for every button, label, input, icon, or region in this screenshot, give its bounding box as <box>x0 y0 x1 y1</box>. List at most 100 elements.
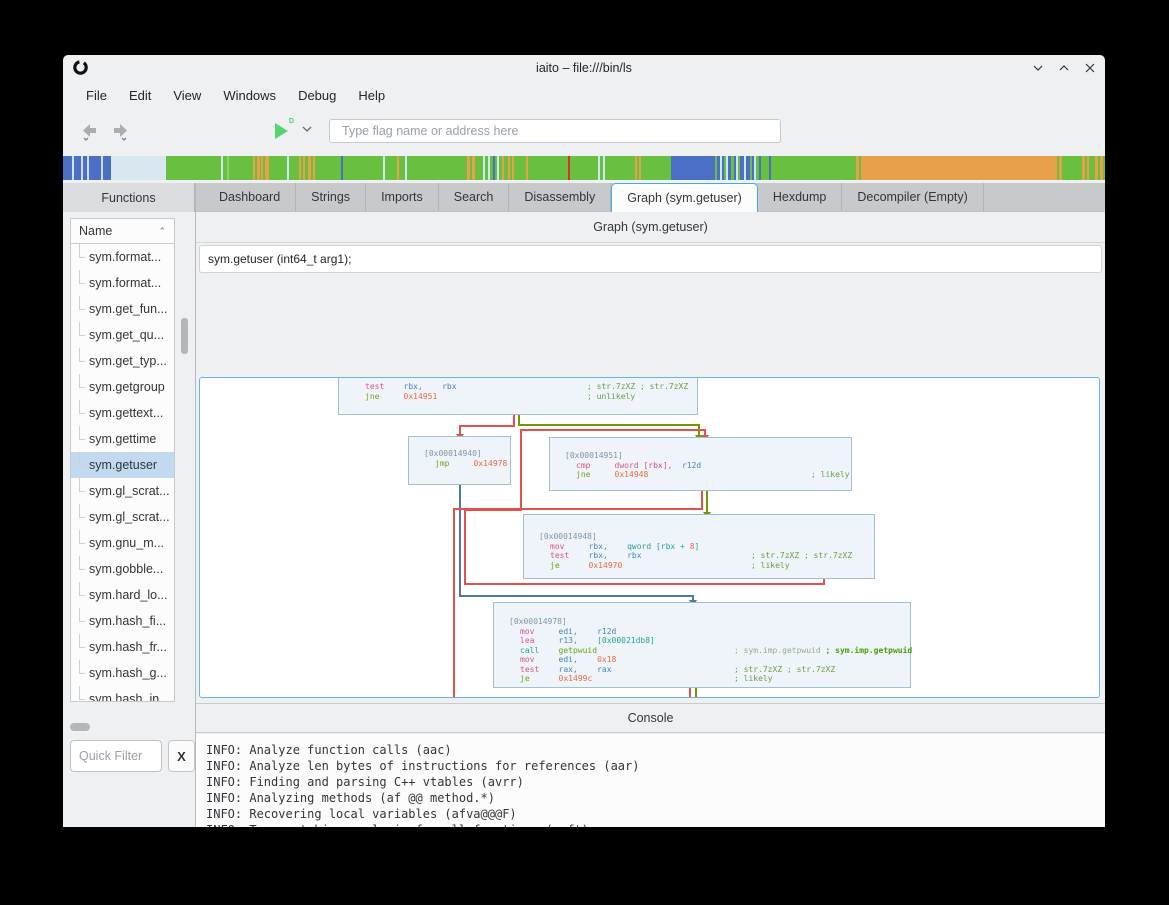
basic-block-b40[interactable]: [0x00014940]jmp 0x14978 <box>408 436 511 485</box>
tab-dashboard[interactable]: Dashboard <box>204 183 296 211</box>
function-item[interactable]: sym.hard_lo... <box>71 582 174 608</box>
tab-strings[interactable]: Strings <box>296 183 366 211</box>
graph-edge <box>464 583 825 585</box>
asm-comment: ; unlikely <box>587 392 635 402</box>
graph-edge <box>520 429 706 431</box>
memory-segment <box>475 156 483 180</box>
asm-comment: ; likely <box>751 561 790 571</box>
functions-panel: Functions Name ⌃ sym.format...sym.format… <box>63 183 196 827</box>
iaito-logo-icon <box>72 59 89 81</box>
function-item[interactable]: sym.gettext... <box>71 400 174 426</box>
basic-block-b78[interactable]: [0x00014978]mov edi, r12dlea r13, [0x000… <box>493 602 911 688</box>
play-icon <box>275 123 288 139</box>
name-column-label: Name <box>79 224 112 238</box>
debug-options-dropdown[interactable] <box>301 122 313 140</box>
menu-file[interactable]: File <box>75 84 118 107</box>
function-item[interactable]: sym.getgroup <box>71 374 174 400</box>
menu-debug[interactable]: Debug <box>287 84 347 107</box>
graph-edge <box>689 688 691 698</box>
toolbar: D <box>63 110 1105 152</box>
quick-filter-input[interactable] <box>70 740 162 772</box>
titlebar: iaito – file:///bin/ls <box>63 55 1105 81</box>
basic-block-b51[interactable]: [0x00014951]cmp dword [rbx], r12djne 0x1… <box>549 437 852 491</box>
memory-segment <box>528 156 568 180</box>
memory-segment <box>385 156 397 180</box>
block-address: [0x00014951] <box>550 451 851 461</box>
debug-start-button[interactable]: D <box>271 120 293 142</box>
tab-graph-sym-getuser[interactable]: Graph (sym.getuser) <box>611 183 758 212</box>
functions-name-header[interactable]: Name ⌃ <box>70 218 175 244</box>
function-item[interactable]: sym.hash_in... <box>71 686 174 702</box>
tab-imports[interactable]: Imports <box>366 183 439 211</box>
graph-viewport[interactable]: test rbx, rbx; str.7zXZ ; str.7zXZjne 0x… <box>199 377 1100 698</box>
functions-scrollbar[interactable] <box>181 244 189 444</box>
graph-edge <box>459 595 694 597</box>
graph-edge <box>464 509 522 511</box>
memory-segment <box>407 156 467 180</box>
function-item[interactable]: sym.getuser <box>71 452 174 478</box>
function-signature: sym.getuser (int64_t arg1); <box>199 245 1102 273</box>
function-item[interactable]: sym.get_typ... <box>71 348 174 374</box>
function-item[interactable]: sym.format... <box>71 270 174 296</box>
main-area: DashboardStringsImportsSearchDisassembly… <box>196 183 1105 827</box>
menu-windows[interactable]: Windows <box>212 84 287 107</box>
memory-segment <box>269 156 287 180</box>
basic-block-b48[interactable]: [0x00014948]mov rbx, qword [rbx + 8]test… <box>523 514 875 579</box>
memory-segment <box>74 156 81 180</box>
asm-line: mov rbx, qword [rbx + 8] <box>524 542 874 552</box>
menu-edit[interactable]: Edit <box>118 84 162 107</box>
view-tabbar: DashboardStringsImportsSearchDisassembly… <box>196 183 1105 212</box>
debug-letter: D <box>289 118 294 125</box>
graph-edge <box>520 429 522 509</box>
asm-comment: ; str.7zXZ ; str.7zXZ <box>734 665 835 675</box>
asm-line: call getpwuid; sym.imp.getpwuid ; sym.im… <box>494 646 910 656</box>
asm-comment: ; sym.imp.getpwuid ; sym.imp.getpwuid <box>734 646 912 656</box>
function-item[interactable]: sym.format... <box>71 244 174 270</box>
function-item[interactable]: sym.hash_fi... <box>71 608 174 634</box>
function-item[interactable]: sym.get_qu... <box>71 322 174 348</box>
menu-help[interactable]: Help <box>347 84 396 107</box>
asm-line: cmp dword [rbx], r12d <box>550 461 851 471</box>
tab-functions[interactable]: Functions <box>63 183 195 212</box>
back-button[interactable] <box>77 119 101 143</box>
menu-view[interactable]: View <box>162 84 212 107</box>
minimize-button[interactable] <box>1031 61 1045 75</box>
block-address: [0x00014948] <box>524 532 874 542</box>
function-item[interactable]: sym.gnu_m... <box>71 530 174 556</box>
functions-hscrollbar-thumb[interactable] <box>70 723 90 731</box>
graph-edge <box>518 424 700 426</box>
memory-segment <box>289 156 299 180</box>
function-item[interactable]: sym.gettime <box>71 426 174 452</box>
graph-edge <box>513 415 515 425</box>
tab-decompiler-empty[interactable]: Decompiler (Empty) <box>842 183 983 211</box>
asm-line: jne 0x14948; likely <box>550 470 851 480</box>
menubar: FileEditViewWindowsDebugHelp <box>63 81 1105 110</box>
asm-line: mov edi, 0x18 <box>494 655 910 665</box>
function-item[interactable]: sym.gl_scrat... <box>71 504 174 530</box>
function-item[interactable]: sym.hash_g... <box>71 660 174 686</box>
tab-hexdump[interactable]: Hexdump <box>758 183 843 211</box>
function-item[interactable]: sym.get_fun... <box>71 296 174 322</box>
clear-filter-button[interactable]: X <box>168 740 195 772</box>
function-item[interactable]: sym.gl_scrat... <box>71 478 174 504</box>
graph-edge <box>464 509 466 583</box>
block-address: [0x00014978] <box>494 617 910 627</box>
basic-block-b_top[interactable]: test rbx, rbx; str.7zXZ ; str.7zXZjne 0x… <box>338 377 698 415</box>
flag-search-input[interactable] <box>329 119 781 143</box>
memory-segment <box>89 156 101 180</box>
function-item[interactable]: sym.hash_fr... <box>71 634 174 660</box>
function-item[interactable]: sym.gobble... <box>71 556 174 582</box>
graph-panel-title: Graph (sym.getuser) <box>196 212 1105 243</box>
forward-button[interactable] <box>109 119 133 143</box>
memory-segment <box>570 156 598 180</box>
asm-line: je 0x14970; likely <box>524 561 874 571</box>
functions-scrollbar-thumb[interactable] <box>181 318 188 354</box>
tab-disassembly[interactable]: Disassembly <box>509 183 611 211</box>
tab-search[interactable]: Search <box>439 183 510 211</box>
memory-segment <box>103 156 111 180</box>
memory-map-strip[interactable] <box>63 156 1105 180</box>
asm-comment: ; likely <box>811 470 850 480</box>
close-button[interactable] <box>1083 61 1097 75</box>
maximize-button[interactable] <box>1057 61 1071 75</box>
graph-edge <box>706 491 708 512</box>
